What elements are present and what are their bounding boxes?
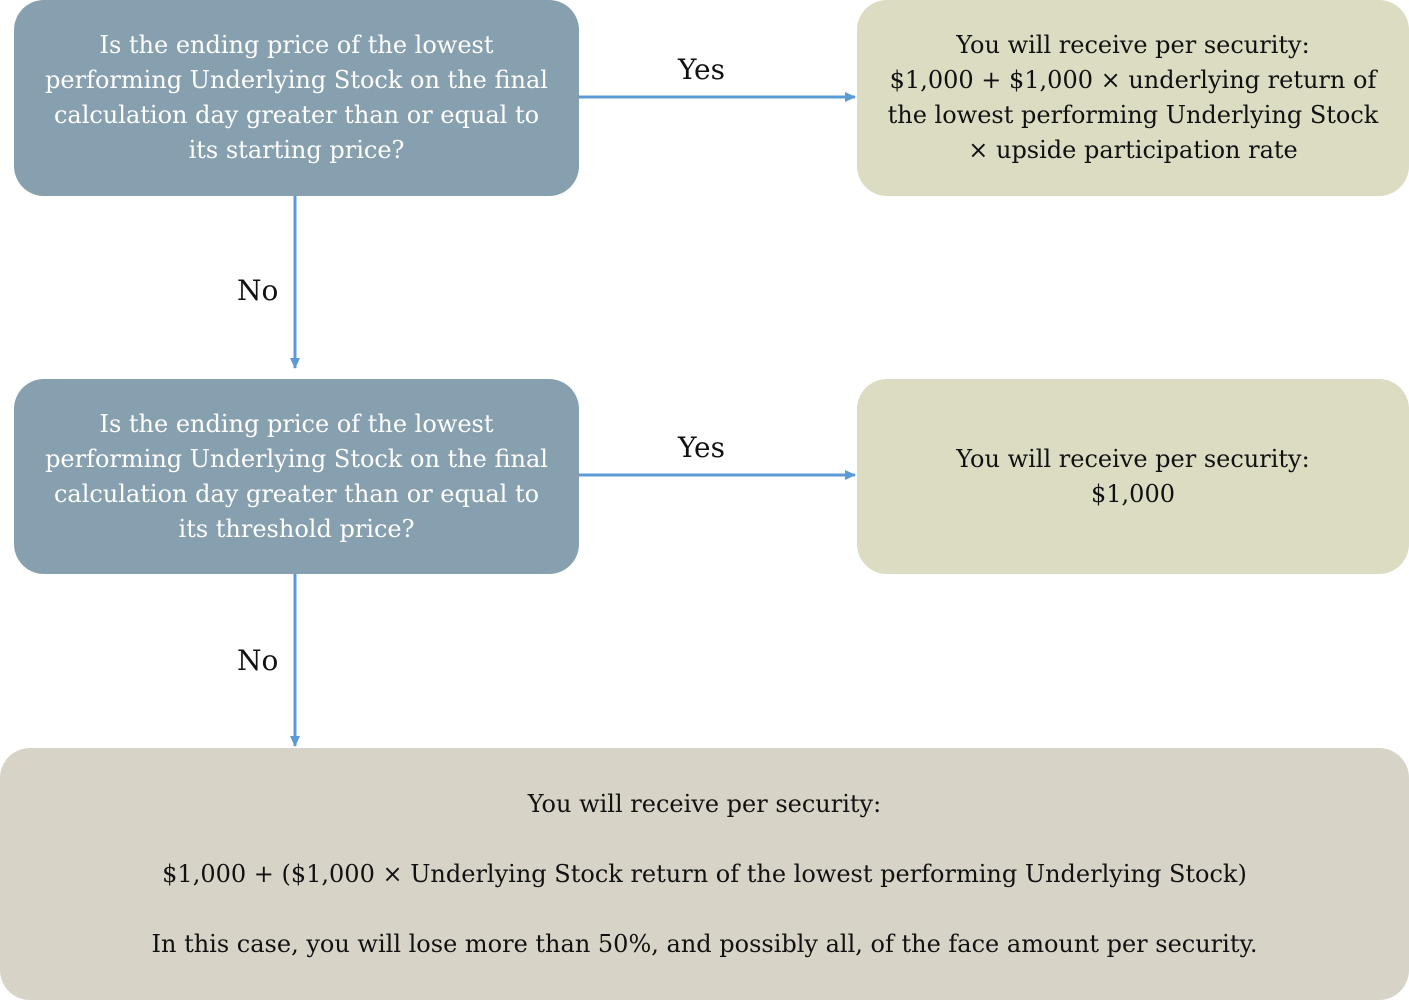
edge-label-yes: Yes [678, 53, 725, 86]
outcome-heading: You will receive per security: [956, 31, 1310, 59]
question-box-starting-price: Is the ending price of the lowest perfor… [14, 0, 579, 196]
outcome-box-loss: You will receive per security: $1,000 + … [0, 748, 1409, 1000]
outcome-heading: You will receive per security: [956, 444, 1310, 473]
outcome-warning: In this case, you will lose more than 50… [151, 929, 1258, 958]
question-text: Is the ending price of the lowest perfor… [45, 31, 548, 164]
outcome-amount: $1,000 [1091, 479, 1175, 508]
outcome-formula: $1,000 + $1,000 × underlying return of t… [887, 66, 1379, 164]
edge-label-no: No [237, 644, 279, 677]
question-text: Is the ending price of the lowest perfor… [45, 409, 548, 543]
edge-label-no: No [237, 274, 279, 307]
question-box-threshold-price: Is the ending price of the lowest perfor… [14, 379, 579, 574]
outcome-heading: You will receive per security: [527, 789, 882, 818]
outcome-formula: $1,000 + ($1,000 × Underlying Stock retu… [162, 859, 1247, 888]
outcome-box-face-amount: You will receive per security: $1,000 [857, 379, 1409, 574]
outcome-box-upside: You will receive per security: $1,000 + … [857, 0, 1409, 196]
edge-label-yes: Yes [678, 431, 725, 464]
